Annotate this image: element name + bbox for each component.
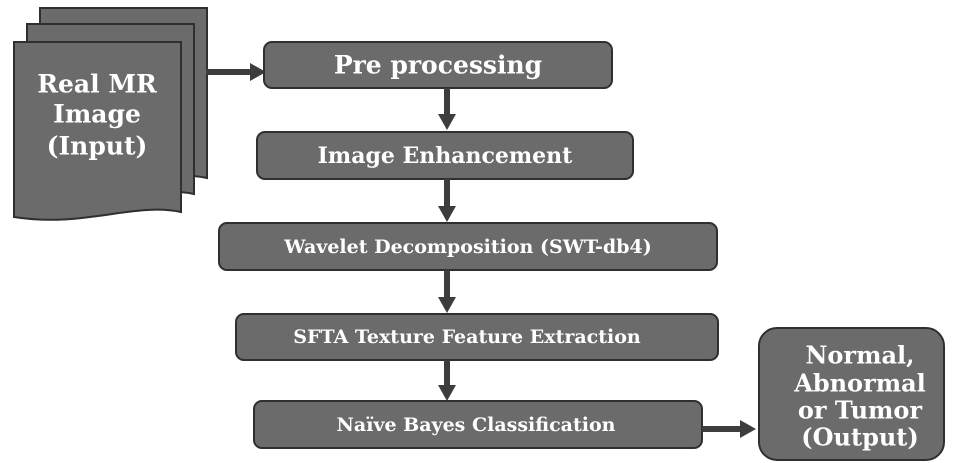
arrow-step4-to-step5 — [438, 360, 456, 401]
step-image-enhancement: Image Enhancement — [256, 131, 634, 180]
output-line-3: or Tumor — [798, 396, 923, 425]
arrow-step1-to-step2 — [438, 88, 456, 130]
input-line-3: (Input) — [47, 132, 148, 161]
step-sfta-feature-extraction-label: SFTA Texture Feature Extraction — [293, 326, 641, 348]
step-wavelet-decomposition: Wavelet Decomposition (SWT-db4) — [218, 222, 718, 271]
step-wavelet-decomposition-label: Wavelet Decomposition (SWT-db4) — [283, 236, 651, 258]
output-line-2: Abnormal — [793, 369, 926, 398]
arrow-step5-to-output — [702, 420, 756, 438]
arrow-step2-to-step3 — [438, 179, 456, 222]
step-sfta-feature-extraction: SFTA Texture Feature Extraction — [235, 313, 719, 361]
output-box: Normal, Abnormal or Tumor (Output) — [758, 327, 945, 461]
input-line-1: Real MR — [37, 70, 157, 99]
step-naive-bayes-classification: Naïve Bayes Classification — [253, 400, 703, 449]
arrow-step3-to-step4 — [438, 270, 456, 313]
input-line-2: Image — [53, 100, 141, 129]
arrow-input-to-preprocessing — [206, 63, 266, 81]
document-front-page — [13, 41, 182, 221]
output-line-4: (Output) — [801, 423, 918, 452]
step-image-enhancement-label: Image Enhancement — [318, 143, 574, 169]
input-document-stack: Real MR Image (Input) — [13, 7, 208, 221]
step-pre-processing: Pre processing — [263, 41, 613, 89]
step-pre-processing-label: Pre processing — [334, 51, 542, 80]
output-line-1: Normal, — [805, 341, 914, 370]
step-naive-bayes-classification-label: Naïve Bayes Classification — [337, 414, 616, 436]
